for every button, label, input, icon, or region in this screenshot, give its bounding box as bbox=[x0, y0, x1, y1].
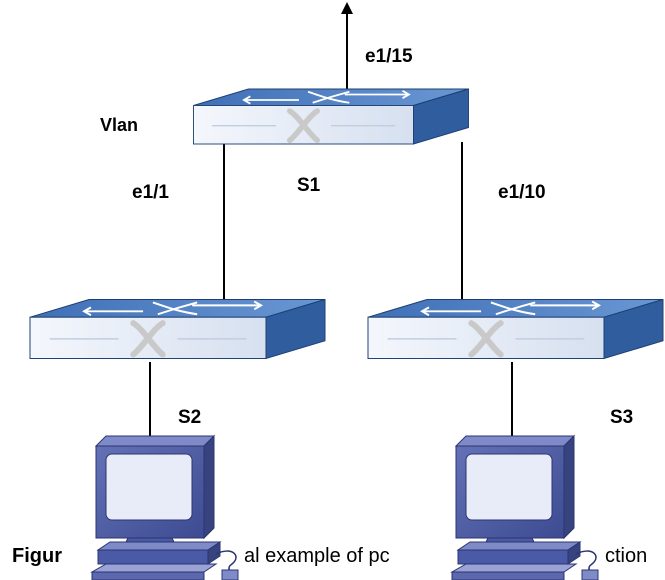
switch-s2-label: S2 bbox=[178, 407, 202, 428]
switch-s3-icon bbox=[368, 300, 663, 359]
switch-s1-icon bbox=[194, 89, 469, 144]
uplink-arrow-icon bbox=[341, 2, 353, 93]
uplink-port-label: e1/15 bbox=[365, 46, 413, 67]
caption-part-c: ction bbox=[605, 545, 648, 567]
s1-port-left-label: e1/1 bbox=[132, 182, 169, 203]
s1-port-right-label: e1/10 bbox=[498, 182, 546, 203]
computer-left-icon bbox=[91, 435, 239, 580]
caption-part-b: al example of pc bbox=[244, 545, 390, 567]
switch-s3-label: S3 bbox=[610, 407, 634, 428]
vlan-label: Vlan bbox=[100, 115, 139, 135]
caption-part-a: Figur bbox=[12, 545, 62, 567]
switch-s2-icon bbox=[30, 300, 325, 359]
switch-s1-label: S1 bbox=[297, 175, 321, 196]
computer-right-icon bbox=[451, 435, 599, 580]
